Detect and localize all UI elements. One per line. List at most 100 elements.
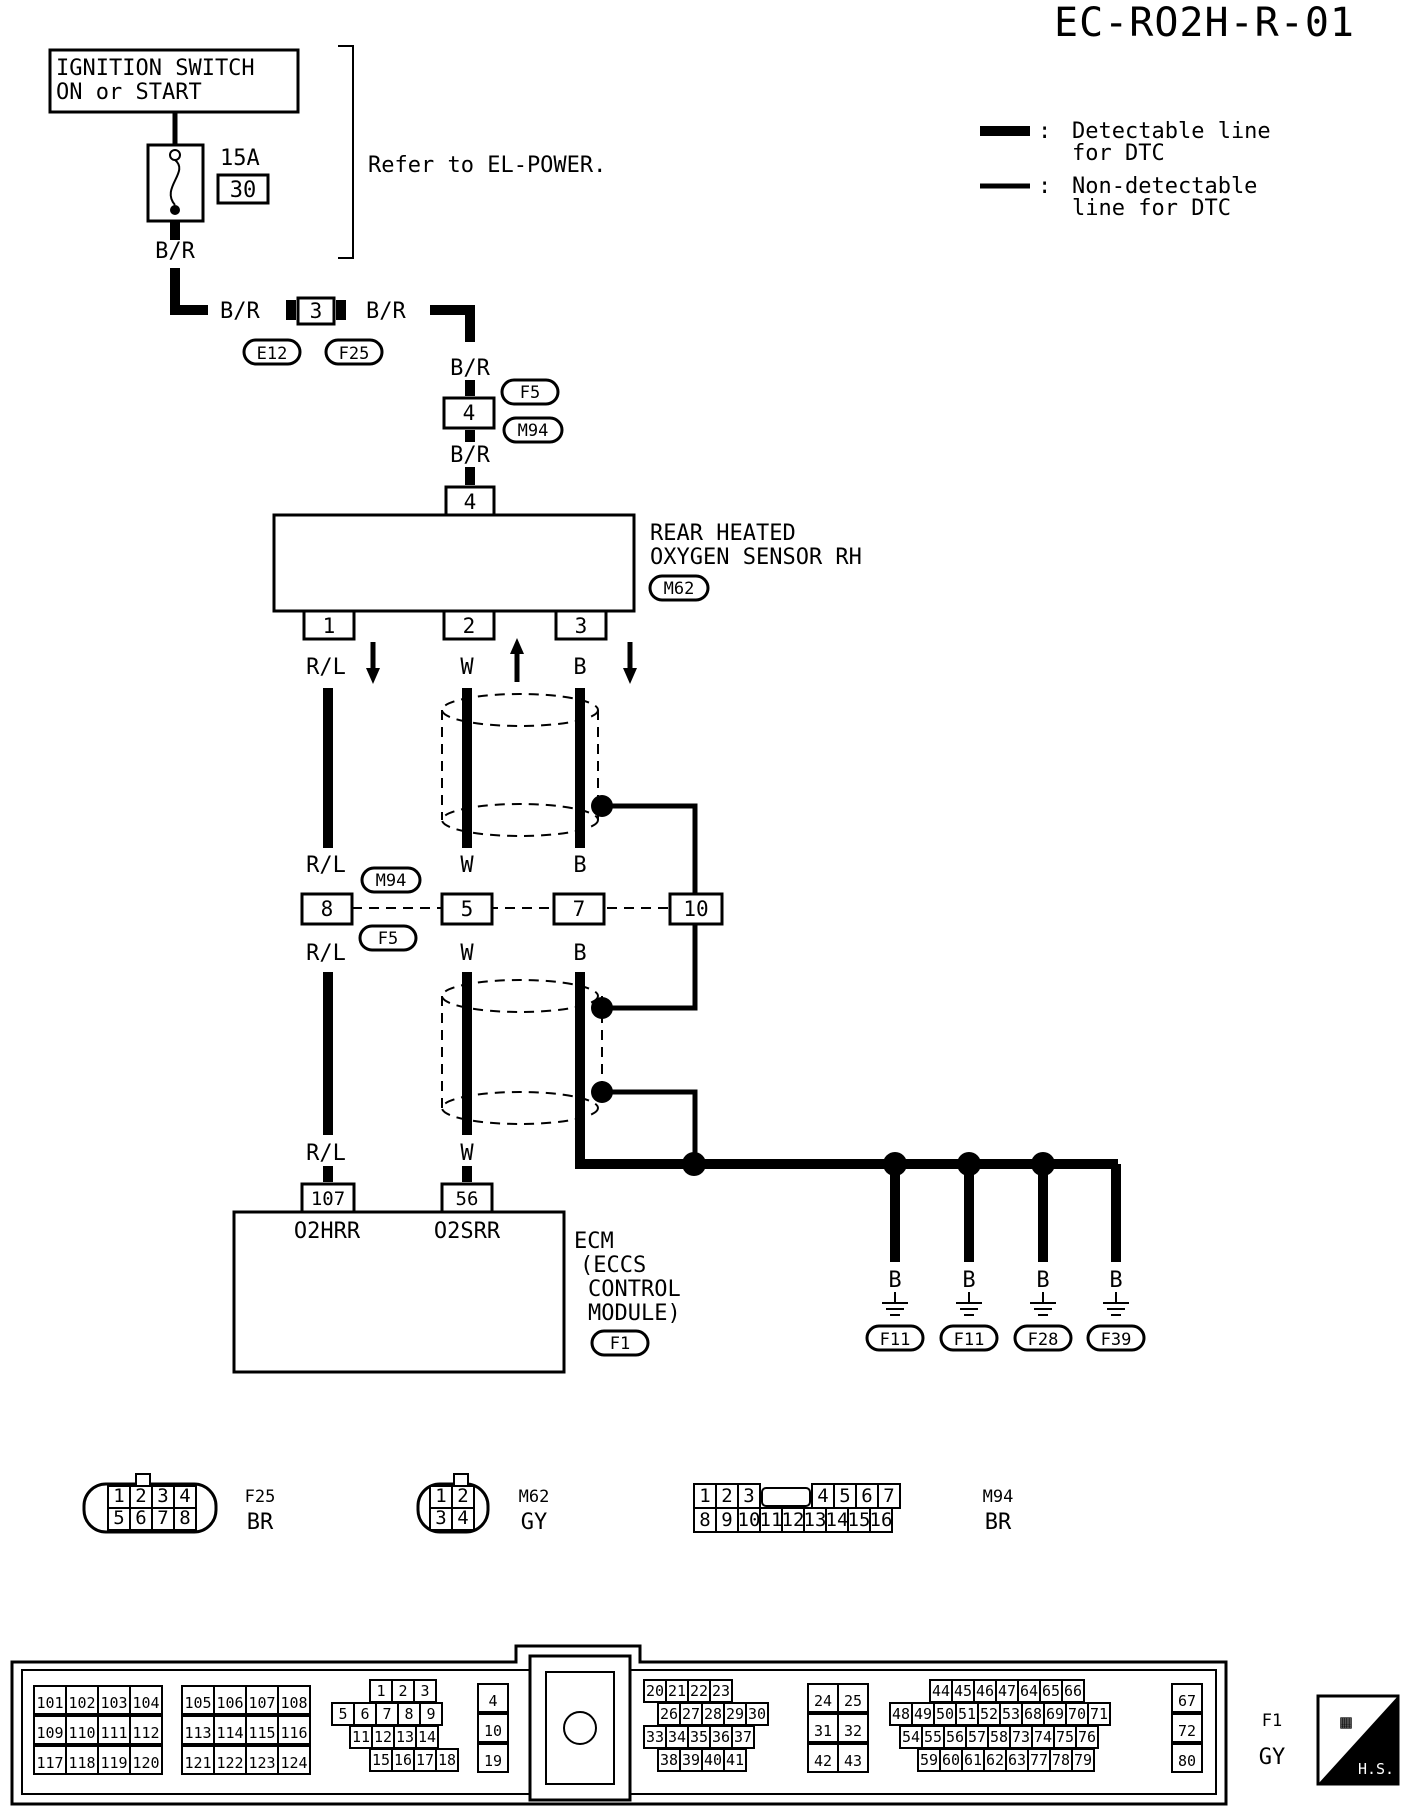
ecm-cavity-label: 77 — [1030, 1751, 1048, 1769]
sensor-name-2: OXYGEN SENSOR RH — [650, 545, 862, 570]
sensor-pin-4-label: 4 — [464, 490, 477, 514]
pin-8: 8 — [321, 897, 334, 921]
ecm-cavity-label: 78 — [1052, 1751, 1070, 1769]
f25-cavity-label: 5 — [113, 1507, 124, 1529]
wire-label-w-3: W — [460, 941, 474, 966]
ecm-cavity-label: 60 — [942, 1751, 960, 1769]
m94-cavity-label: 4 — [817, 1485, 828, 1507]
ecm-cavity-label: 5 — [338, 1705, 347, 1723]
cavity — [65, 1715, 99, 1745]
ecm-cavity-label: 32 — [844, 1722, 862, 1740]
ecm-cavity-label: 55 — [924, 1728, 942, 1746]
cavity — [477, 1683, 509, 1713]
ecm-name-3: CONTROL — [588, 1277, 681, 1302]
arrow-down-icon — [623, 642, 637, 684]
ecm-cavity-label: 68 — [1024, 1705, 1042, 1723]
ecm-cavity-label: 45 — [954, 1682, 972, 1700]
ecm-cavity-label: 59 — [920, 1751, 938, 1769]
ecm-cavity-label: 34 — [668, 1728, 686, 1746]
ecm-cavity-label: 107 — [248, 1694, 275, 1712]
ecm-terminal-o2hrr: O2HRR — [294, 1219, 361, 1244]
ecm-cavity-label: 61 — [964, 1751, 982, 1769]
connector-e12: E12 — [257, 344, 288, 364]
ecm-terminal-o2srr: O2SRR — [434, 1219, 501, 1244]
ecm-pin-56 — [440, 1182, 494, 1214]
legend-detectable-line1: Detectable line — [1072, 119, 1271, 144]
connector-pin-5 — [440, 892, 494, 926]
cavity — [181, 1715, 215, 1745]
cavity — [723, 1748, 747, 1772]
connector-m94: M94 — [376, 871, 407, 891]
wire-label-br-4: B/R — [450, 356, 490, 381]
connector-pin-8 — [300, 892, 354, 926]
ecm-cavity-label: 80 — [1178, 1752, 1196, 1770]
shield-splice-2 — [591, 997, 613, 1019]
connector-m94-top: M94 — [518, 421, 549, 441]
ecm-cavity-label: 50 — [936, 1705, 954, 1723]
ecm-cavity-label: 64 — [1020, 1682, 1038, 1700]
cavity — [181, 1685, 215, 1715]
cavity — [435, 1748, 459, 1772]
cavity — [33, 1685, 67, 1715]
ecm-cavity-label: 28 — [704, 1705, 722, 1723]
ground-f11a-label: F11 — [880, 1330, 911, 1350]
fuse-icon — [169, 159, 181, 206]
wire-label-b-g1: B — [888, 1268, 901, 1293]
arrow-down-icon — [366, 642, 380, 684]
rear-heated-oxygen-sensor — [272, 513, 636, 613]
cavity — [277, 1685, 311, 1715]
wire-label-b-g2: B — [962, 1268, 975, 1293]
ecm-cavity-label: 63 — [1008, 1751, 1026, 1769]
ecm-cavity-label: 110 — [68, 1724, 95, 1742]
ecm-cavity-label: 24 — [814, 1692, 832, 1710]
ecm-cavity-label: 4 — [488, 1692, 497, 1710]
ecm-cavity-label: 33 — [646, 1728, 664, 1746]
ecm-cavity-label: 29 — [726, 1705, 744, 1723]
ecm-cavity-label: 19 — [484, 1752, 502, 1770]
wire-label-rl-2: R/L — [306, 853, 346, 878]
cavity — [33, 1715, 67, 1745]
ecm-cavity-label: 2 — [398, 1682, 407, 1700]
ground-f39: B F39 — [1086, 1268, 1146, 1352]
ecm-name-1: ECM — [574, 1229, 614, 1254]
ecm-cavity-label: 117 — [36, 1754, 63, 1772]
ecm-cavity-label: 51 — [958, 1705, 976, 1723]
connector-tag-m94 — [360, 866, 422, 894]
cavity — [745, 1702, 769, 1726]
legend-detectable-colon: : — [1038, 119, 1051, 144]
cavity — [65, 1685, 99, 1715]
ecm-cavity-label: 65 — [1042, 1682, 1060, 1700]
sensor-pin-1 — [302, 609, 356, 641]
connector-pin-10 — [668, 892, 724, 926]
ecm-cavity-label: 111 — [100, 1724, 127, 1742]
m94-cavity-label: 16 — [870, 1509, 893, 1531]
ecm-cavity-label: 13 — [396, 1728, 414, 1746]
ecm-pin-56-label: 56 — [456, 1188, 479, 1210]
wire-label-rl-1: R/L — [306, 655, 346, 680]
ignition-switch-box — [48, 48, 300, 114]
pin-7: 7 — [573, 897, 586, 921]
cavity — [837, 1683, 869, 1713]
connector-tag-e12 — [242, 338, 302, 366]
f25-cavity-label: 2 — [135, 1485, 146, 1507]
ecm-cavity-label: 6 — [360, 1705, 369, 1723]
ecm-cavity-label: 109 — [36, 1724, 63, 1742]
f25-view-id: F25 — [245, 1487, 276, 1507]
f25-cavity-label: 7 — [157, 1507, 168, 1529]
ecm-name-4: MODULE) — [588, 1301, 681, 1326]
cavity — [807, 1713, 839, 1743]
ecm-cavity-label: 54 — [902, 1728, 920, 1746]
cavity — [277, 1715, 311, 1745]
ground-f28: B F28 — [1013, 1268, 1073, 1352]
ecm-name-2: (ECCS — [580, 1253, 646, 1278]
ground-f28-label: F28 — [1028, 1330, 1059, 1350]
wire-label-w-2: W — [460, 853, 474, 878]
legend-nondetectable-line1: Non-detectable — [1072, 174, 1257, 199]
ecm-cavity-label: 123 — [248, 1754, 275, 1772]
cavity — [213, 1715, 247, 1745]
shield-icon — [441, 979, 603, 1125]
ecm-cavity-label: 118 — [68, 1754, 95, 1772]
